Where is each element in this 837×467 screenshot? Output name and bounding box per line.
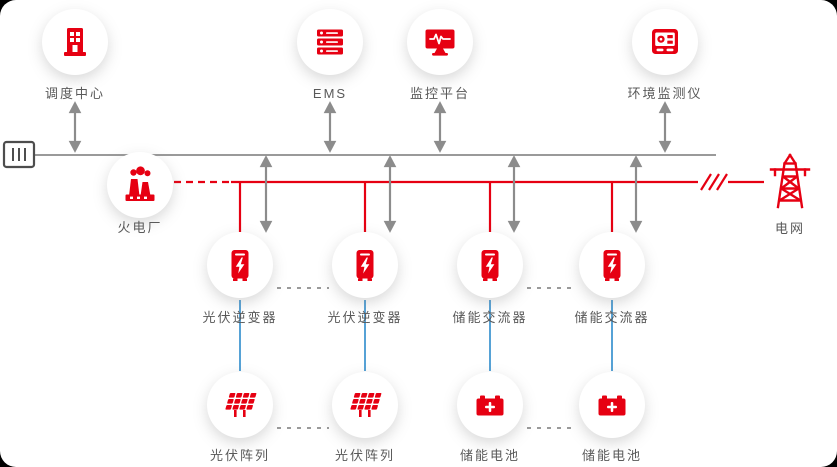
power-bus-line: [174, 173, 764, 232]
pv-inverter-1-label: 光伏逆变器: [202, 310, 278, 325]
transmission-tower-icon: [769, 153, 811, 209]
dispatch-center-label: 调度中心: [44, 86, 105, 101]
inverter-bolt-icon: [356, 250, 374, 281]
node-storage-converter-1: [457, 232, 523, 298]
node-dispatch-center: [42, 9, 108, 75]
solar-panel-icon: [350, 393, 382, 417]
power-grid-label: 电网: [774, 221, 805, 236]
node-pv-inverter-1: [207, 232, 273, 298]
node-ems: [297, 9, 363, 75]
dc-link-lines: [239, 300, 613, 371]
power-plant-icon: [125, 166, 155, 201]
pv-inverter-2-label: 光伏逆变器: [327, 310, 403, 325]
building-icon: [64, 28, 86, 56]
node-pv-array-2: [332, 372, 398, 438]
inverter-bolt-icon: [481, 250, 499, 281]
storage-converter-2-label: 储能交流器: [574, 310, 650, 325]
server-stack-icon: [317, 29, 343, 55]
monitor-platform-label: 监控平台: [409, 86, 470, 101]
mid-double-arrows: [259, 155, 643, 233]
thermal-plant-label: 火电厂: [117, 220, 163, 235]
inverter-bolt-icon: [231, 250, 249, 281]
node-monitor-platform: [407, 9, 473, 75]
node-storage-converter-2: [579, 232, 645, 298]
storage-battery-2-label: 储能电池: [581, 448, 642, 463]
gateway-meter: [2, 140, 36, 170]
inverter-bolt-icon: [603, 250, 621, 281]
line-break-slashes: [700, 173, 728, 191]
top-double-arrows: [68, 101, 672, 153]
storage-battery-1-label: 储能电池: [459, 448, 520, 463]
env-monitor-label: 环境监测仪: [627, 86, 703, 101]
ems-label: EMS: [312, 86, 348, 101]
node-power-grid: [762, 150, 818, 210]
pv-array-1-label: 光伏阵列: [209, 448, 270, 463]
dashed-pair-links: [277, 287, 576, 429]
node-storage-battery-2: [579, 372, 645, 438]
node-thermal-plant: [107, 152, 173, 218]
node-env-monitor: [632, 9, 698, 75]
pv-array-2-label: 光伏阵列: [334, 448, 395, 463]
node-storage-battery-1: [457, 372, 523, 438]
solar-panel-icon: [225, 393, 257, 417]
battery-icon: [598, 395, 626, 416]
battery-icon: [476, 395, 504, 416]
monitor-pulse-icon: [425, 29, 455, 56]
storage-converter-1-label: 储能交流器: [452, 310, 528, 325]
node-pv-array-1: [207, 372, 273, 438]
node-pv-inverter-2: [332, 232, 398, 298]
meter-icon: [2, 140, 36, 169]
instrument-icon: [652, 29, 678, 54]
